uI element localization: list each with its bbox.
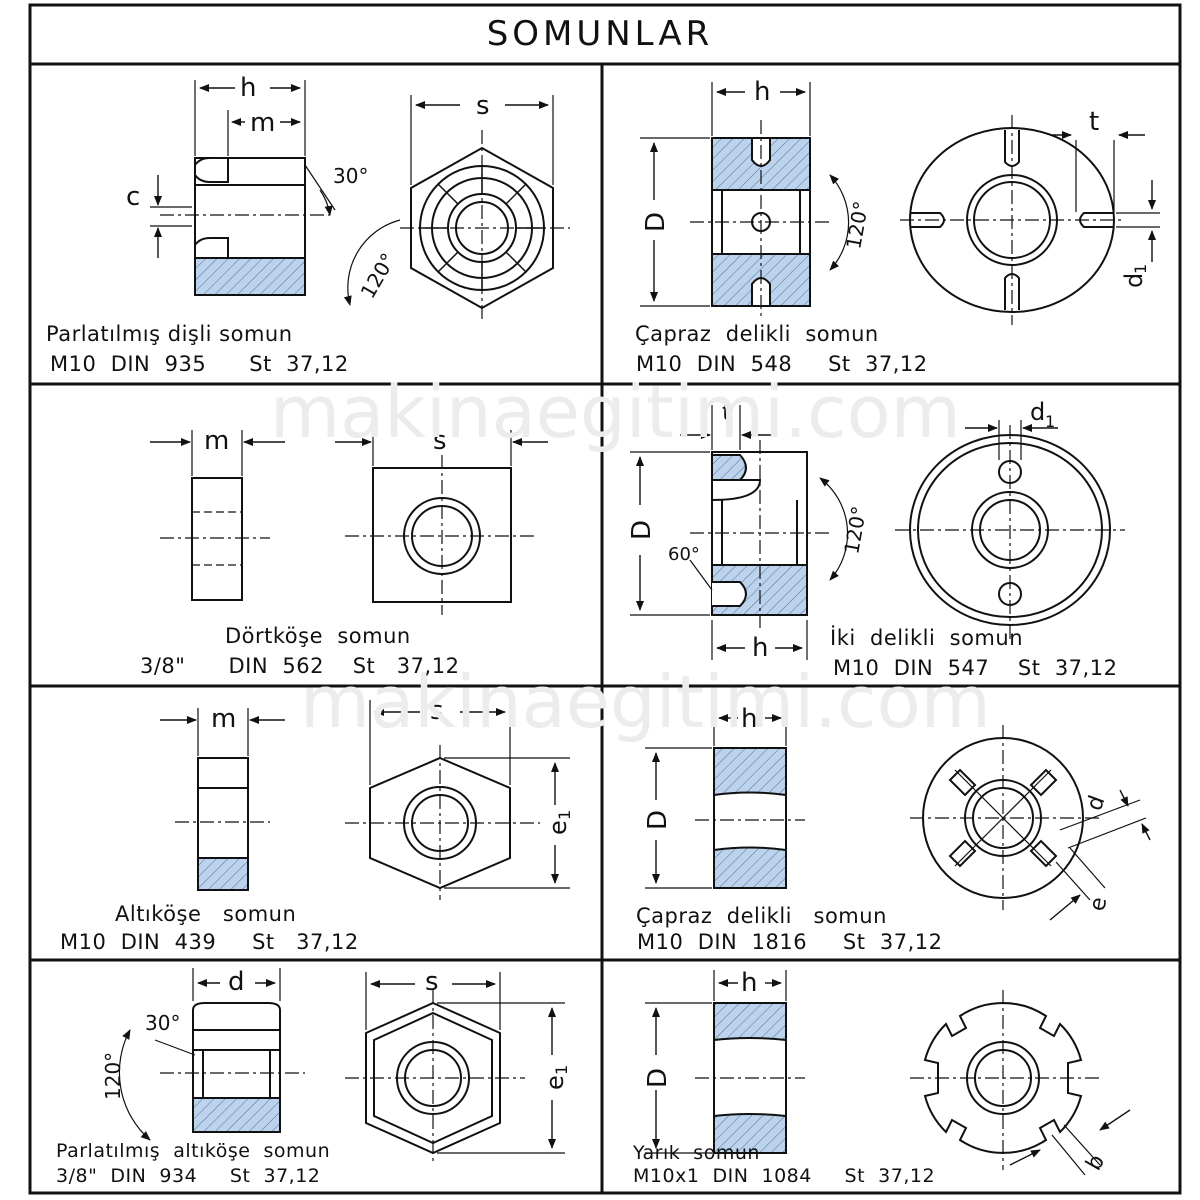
panel-3-labels: m s: [204, 426, 447, 456]
label-m-3: m: [204, 426, 229, 456]
panel-1-spec: M10 DIN 935 St 37,12: [50, 352, 349, 376]
label-120-7: 120°: [101, 1052, 125, 1100]
panel-7-spec: 3/8" DIN 934 St 37,12: [56, 1165, 321, 1187]
panel-3-spec: 3/8" DIN 562 St 37,12: [140, 654, 460, 678]
label-D-4: D: [627, 520, 657, 540]
panel-1-drawing: [150, 80, 570, 320]
label-d1-4: d: [1030, 398, 1045, 426]
label-120-1: 120°: [356, 249, 401, 303]
panel-6-labels: h D d e: [643, 704, 1112, 913]
panel-6-spec: M10 DIN 1816 St 37,12: [637, 930, 943, 954]
label-e1-5-sub: 1: [555, 810, 574, 820]
panel-8-drawing: [645, 970, 1131, 1176]
panel-2-drawing: [640, 82, 1160, 325]
label-e1-7: e: [541, 1075, 569, 1090]
panel-7-name: Parlatılmış altıköşe somun: [56, 1140, 331, 1162]
panel-5-drawing: [160, 700, 570, 900]
watermark-1: makinaegitimi.com: [270, 370, 961, 454]
panel-2-spec: M10 DIN 548 St 37,12: [636, 352, 928, 376]
label-d-6: d: [1082, 792, 1110, 814]
panel-5-labels: m s e 1: [211, 696, 574, 835]
label-b-8: b: [1082, 1150, 1111, 1175]
panel-6-name: Çapraz delikli somun: [636, 904, 887, 928]
label-c-1: c: [126, 182, 140, 212]
label-h-1: h: [240, 73, 256, 103]
label-D-2: D: [641, 212, 671, 232]
panel-3-drawing: [150, 430, 548, 615]
panel-8-name: Yarık somun: [633, 1142, 760, 1164]
panel-4-drawing: [630, 405, 1125, 660]
label-t-4: t: [722, 398, 731, 426]
panel-4-spec: M10 DIN 547 St 37,12: [833, 656, 1118, 680]
label-s-1: s: [476, 91, 490, 121]
label-30-7: 30°: [145, 1011, 180, 1035]
label-d1-2-sub: 1: [1131, 264, 1150, 274]
panel-3-name: Dörtköşe somun: [225, 624, 411, 648]
label-s-5: s: [430, 696, 444, 726]
label-D-8: D: [643, 1068, 673, 1088]
label-m-1: m: [250, 108, 275, 138]
grid-frame: [28, 3, 1182, 1195]
label-e-6: e: [1085, 895, 1112, 913]
label-h-2: h: [754, 77, 770, 107]
label-s-3: s: [433, 426, 447, 456]
panel-6-drawing: [645, 705, 1151, 921]
label-e1-5: e: [544, 820, 572, 835]
panel-7-labels: d 30° 120° s e 1: [101, 967, 571, 1100]
label-e1-7-sub: 1: [552, 1065, 571, 1075]
label-d-7: d: [228, 967, 245, 997]
panel-4-name: İki delikli somun: [830, 626, 1024, 650]
panel-7-drawing: [118, 968, 565, 1165]
page-title: SOMUNLAR: [486, 14, 714, 54]
label-h-6: h: [741, 704, 757, 734]
label-m-5: m: [211, 704, 236, 734]
panel-5-spec: M10 DIN 439 St 37,12: [60, 930, 359, 954]
watermark-2: makinaegitimi.com: [300, 660, 991, 744]
panel-1-name: Parlatılmış dişli somun: [46, 322, 293, 346]
panel-8-spec: M10x1 DIN 1084 St 37,12: [633, 1165, 936, 1187]
panel-5-name: Altıköşe somun: [115, 902, 297, 926]
label-h-4: h: [752, 633, 768, 663]
label-d1-4-sub: 1: [1045, 412, 1055, 431]
label-120-2: 120°: [841, 199, 873, 251]
label-D-6: D: [643, 810, 673, 830]
label-s-7: s: [425, 967, 439, 997]
label-30-1: 30°: [333, 164, 368, 188]
label-t-2: t: [1089, 107, 1099, 137]
label-d1-2: d: [1120, 273, 1148, 288]
label-60-4: 60°: [668, 544, 700, 565]
label-h-8: h: [741, 968, 757, 998]
panel-2-name: Çapraz delikli somun: [635, 322, 879, 346]
